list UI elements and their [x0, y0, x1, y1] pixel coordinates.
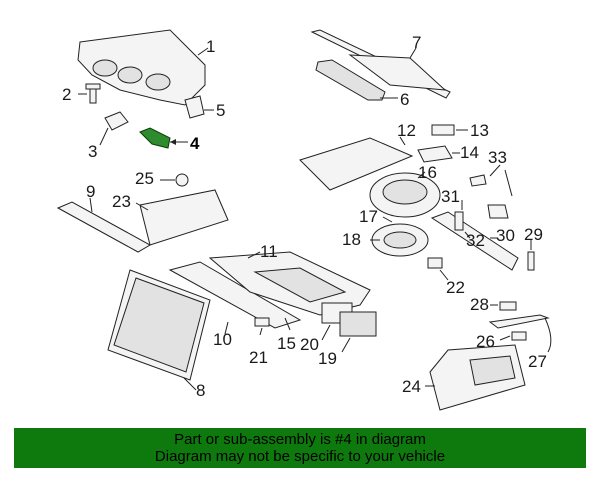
callout-27: 27 [528, 352, 547, 371]
part-22-holder [427, 257, 449, 281]
part-31-32-latch [454, 200, 471, 239]
part-6-cover [315, 59, 398, 101]
callout-2: 2 [62, 85, 71, 104]
callout-23: 23 [112, 192, 131, 211]
part-23-side-liner [135, 189, 229, 246]
callout-1: 1 [206, 37, 215, 56]
callout-4: 4 [190, 134, 200, 153]
part-18-spare-tire [370, 216, 429, 257]
callout-33: 33 [488, 148, 507, 167]
callout-21: 21 [249, 348, 268, 367]
callout-19: 19 [318, 349, 337, 368]
part-25-fastener [160, 173, 189, 187]
part-9-side-trim [56, 197, 152, 253]
banner-line-1: Part or sub-assembly is #4 in diagram [174, 431, 426, 448]
callout-16: 16 [418, 163, 437, 182]
part-10-floor-carpet [168, 261, 302, 335]
callout-6: 6 [400, 90, 409, 109]
part-19-20-modules [321, 302, 377, 353]
info-banner: Part or sub-assembly is #4 in diagram Di… [14, 428, 586, 468]
callout-10: 10 [213, 330, 232, 349]
leader-15 [284, 317, 291, 331]
part-8-seatback-panel [107, 269, 211, 391]
callout-13: 13 [470, 121, 489, 140]
part-13-lamp [431, 124, 468, 136]
callout-15: 15 [277, 334, 296, 353]
part-1-package-tray [77, 29, 209, 106]
part-4-highlighted-bracket [139, 127, 188, 149]
callout-3: 3 [88, 142, 97, 161]
callout-24: 24 [402, 377, 421, 396]
part-3-bracket [99, 111, 129, 146]
part-14-lamp-housing [417, 145, 460, 163]
callout-30: 30 [496, 226, 515, 245]
callout-14: 14 [460, 143, 479, 162]
callout-22: 22 [446, 278, 465, 297]
part-2-clip [78, 83, 101, 104]
callout-11: 11 [260, 242, 278, 261]
callout-5: 5 [216, 101, 225, 120]
callout-18: 18 [342, 230, 361, 249]
parts-diagram: 1 2 3 4 5 6 7 8 [56, 29, 552, 411]
part-26-27-cable [488, 314, 552, 353]
banner-line-2: Diagram may not be specific to your vehi… [154, 448, 446, 465]
callout-9: 9 [86, 182, 95, 201]
part-28-plug [490, 301, 517, 311]
part-24-side-panel [425, 344, 526, 411]
callout-20: 20 [300, 335, 319, 354]
part-5-bracket [184, 95, 214, 119]
part-33-bracket [469, 164, 513, 219]
callout-12: 12 [397, 121, 416, 140]
part-21-clip [254, 317, 270, 336]
part-11-trunk-tub [208, 251, 371, 316]
part-29-bolt [527, 240, 535, 271]
callout-17: 17 [359, 207, 378, 226]
callout-31: 31 [441, 187, 460, 206]
part-7-sunshade [310, 29, 451, 99]
part-12-trunk-mat [299, 136, 414, 191]
callout-25: 25 [135, 169, 154, 188]
callout-7: 7 [412, 33, 421, 52]
callout-26: 26 [476, 332, 495, 351]
callout-29: 29 [524, 225, 543, 244]
callout-28: 28 [470, 295, 489, 314]
callout-8: 8 [196, 381, 205, 400]
part-30-trunk-sill [430, 211, 519, 271]
part-16-spare-well [369, 171, 441, 218]
callout-32: 32 [466, 231, 485, 250]
